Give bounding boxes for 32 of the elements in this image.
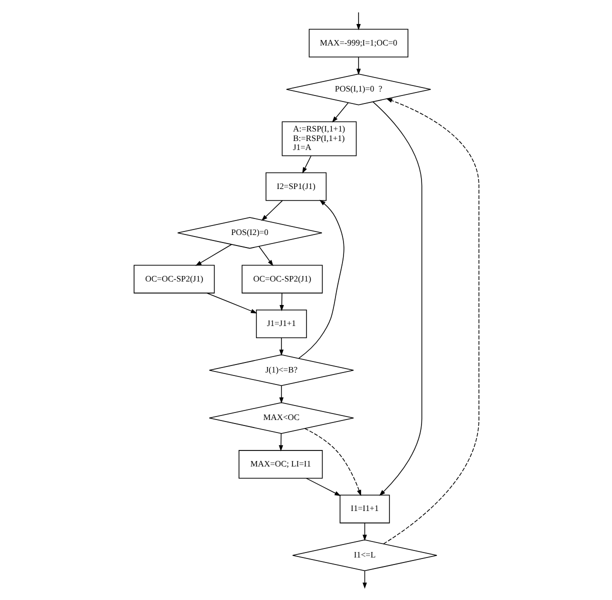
node-diamond: J(1)<=B? (208, 354, 354, 386)
arrow (332, 102, 348, 122)
arrow (278, 385, 284, 404)
arrow (382, 98, 479, 544)
arrow (356, 12, 360, 30)
arrow (362, 570, 366, 589)
arrow (278, 433, 283, 452)
node-box: J1=J1+1 (255, 310, 306, 338)
node-box: MAX=OC; LI=I1 (238, 450, 322, 479)
arrow (356, 56, 360, 75)
node-box: MAX=-999;I=1;OC=0 (308, 28, 408, 58)
arrow (260, 200, 282, 221)
arrow (258, 246, 273, 266)
node-diamond: POS(I2)=0 (176, 217, 322, 249)
arrow (298, 200, 344, 359)
node-box: I1=I1+1 (339, 494, 390, 524)
arrow (194, 244, 232, 266)
arrow (305, 478, 340, 496)
arrow (302, 156, 311, 174)
arrow (372, 101, 422, 496)
arrow (206, 292, 257, 314)
node-diamond: MAX<OC (208, 402, 354, 434)
node-box: OC=OC-SP2(J1) (241, 264, 322, 294)
arrow (362, 522, 366, 541)
node-diamond: I1<=L (292, 540, 437, 572)
arrow (304, 428, 361, 496)
node-box: I2=SP1(J1) (265, 172, 326, 201)
arrow (278, 337, 284, 356)
arrow (279, 292, 284, 312)
node-box: A:=RSP(I,1+1) B:=RSP(I,1+1) J1=A (281, 121, 356, 156)
node-box: OC=OC-SP2(J1) (133, 264, 214, 294)
node-diamond: POS(I,1)=0 ? (286, 74, 431, 106)
